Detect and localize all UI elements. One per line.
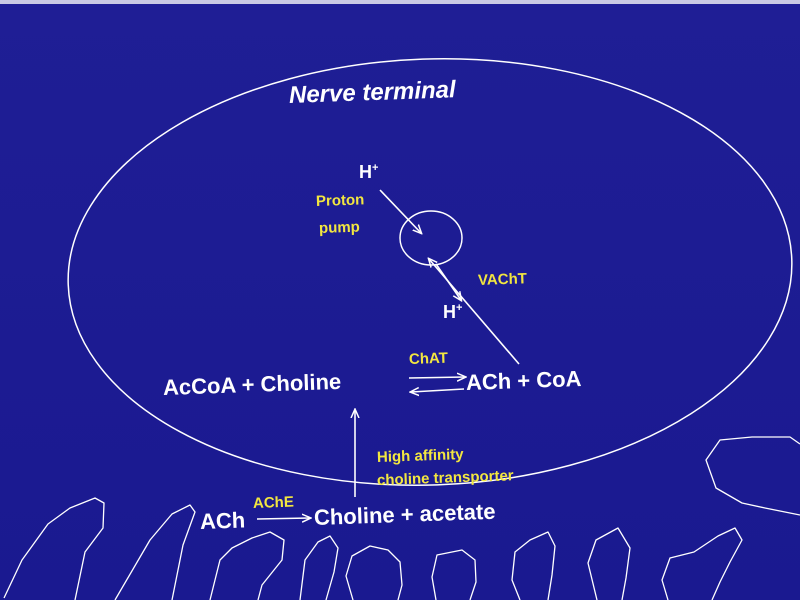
proton-ion-bottom-base: H [443,302,456,322]
chat-forward-arrow [408,377,465,378]
proton-ion-bottom-charge: + [456,302,463,314]
ache-arrow [256,518,310,519]
chat-label: ChAT [408,349,449,368]
transporter-label-line1: High affinity [376,445,464,466]
nerve-terminal-membrane [67,58,793,486]
chat-reverse-arrow [411,389,465,392]
vacht-arrow [429,259,520,365]
synaptic-vesicle [399,210,463,266]
ache-label: AChE [252,493,295,512]
proton-pump-label-line2: pump [318,218,361,237]
products-label: ACh + CoA [465,365,582,395]
proton-ion-bottom: H+ [443,302,463,322]
proton-ion-top-charge: + [372,162,379,174]
nerve-terminal-title: Nerve terminal [288,76,457,109]
proton-ion-top: H+ [359,162,379,182]
proton-pump-label-line1: Proton [315,191,365,210]
proton-in-arrow [379,189,421,233]
ach-label: ACh [199,507,246,534]
postsynaptic-membrane-outline [3,436,800,600]
vacht-label: VAChT [477,270,528,289]
proton-ion-top-base: H [359,162,372,182]
